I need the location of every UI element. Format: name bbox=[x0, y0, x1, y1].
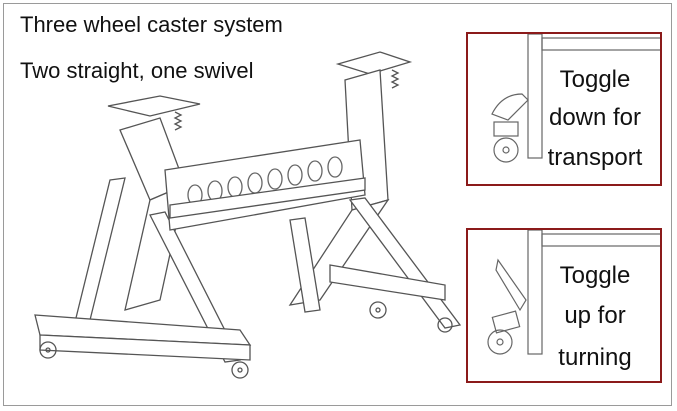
right-base bbox=[329, 264, 446, 301]
spring-left bbox=[173, 111, 183, 131]
spring-right bbox=[390, 69, 400, 89]
inset-2-line-1: Toggle bbox=[559, 262, 631, 289]
caster-down-drawing bbox=[491, 34, 660, 163]
inset-1-line-3: transport bbox=[547, 144, 643, 171]
inset-1-line-1: Toggle bbox=[559, 66, 631, 93]
right-leg bbox=[348, 197, 462, 329]
left-leg bbox=[74, 177, 126, 323]
left-platform bbox=[107, 95, 201, 117]
right-platform bbox=[335, 51, 413, 75]
inset-toggle-up: Toggle up for turning bbox=[466, 228, 662, 383]
inset-1-line-2: down for bbox=[548, 104, 642, 131]
caster-up-drawing bbox=[487, 230, 660, 355]
outer-frame bbox=[3, 3, 672, 406]
title-line-1: Three wheel caster system bbox=[20, 12, 283, 37]
inset-toggle-down: Toggle down for transport bbox=[466, 32, 662, 186]
inset-2-line-2: up for bbox=[564, 302, 626, 329]
inset-2-line-3: turning bbox=[558, 344, 632, 371]
title-line-2: Two straight, one swivel bbox=[20, 58, 254, 83]
caster-wheels bbox=[39, 301, 453, 379]
